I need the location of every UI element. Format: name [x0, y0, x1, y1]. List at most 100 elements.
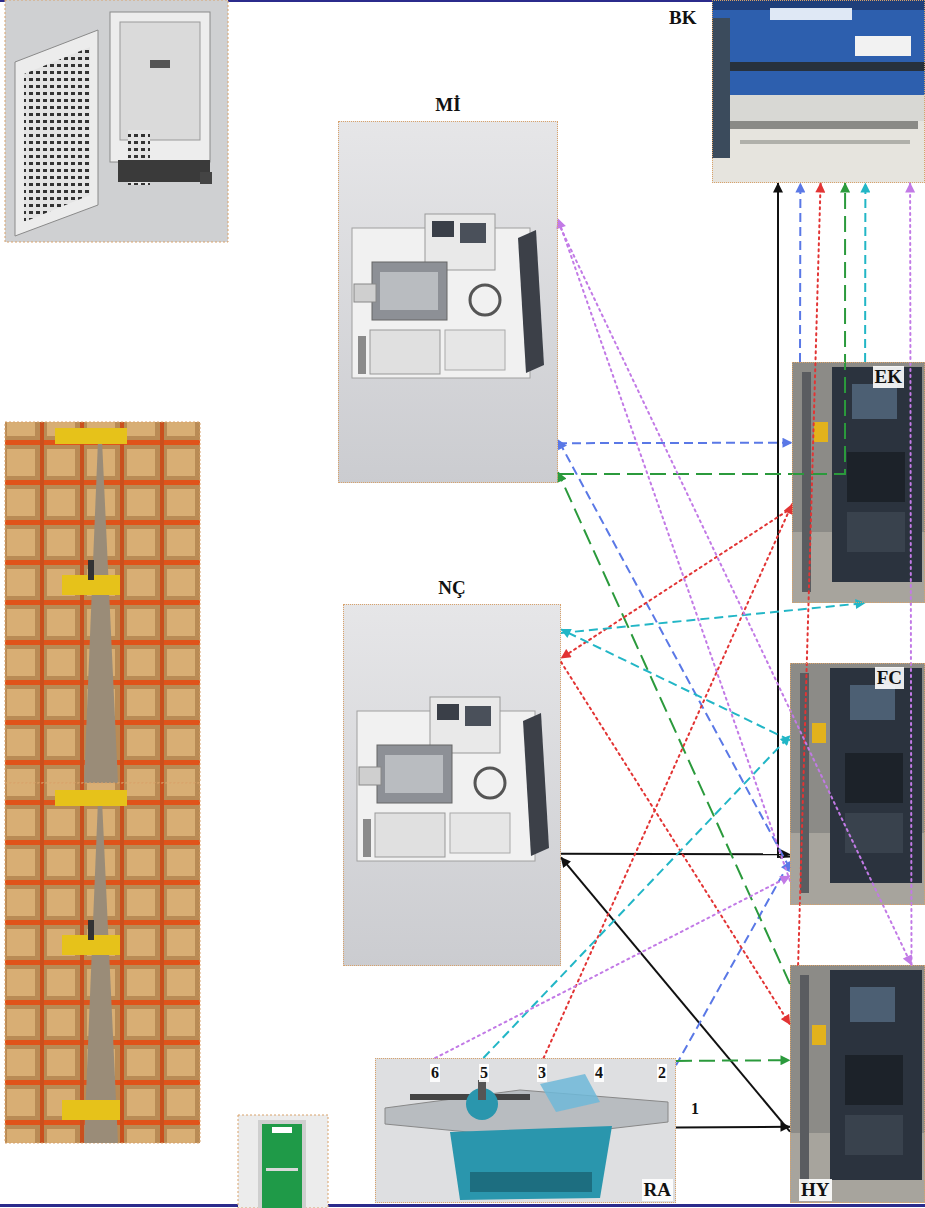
lathe-picture-part	[450, 813, 510, 853]
warehouse-racks-picture	[5, 422, 200, 1143]
callout-number: 2	[657, 1064, 667, 1082]
machining-centre-picture-part	[847, 512, 905, 552]
lathe-picture-part	[359, 767, 381, 785]
lathe-picture-part	[523, 713, 549, 856]
machining-centre-picture-part	[814, 422, 828, 442]
press-brake-picture	[712, 0, 925, 183]
flow-arrow	[558, 222, 912, 965]
lathe-picture-part	[363, 819, 371, 857]
flow-arrow	[435, 876, 790, 1058]
flow-arrow	[483, 736, 790, 1058]
machine-station: EK	[792, 362, 925, 603]
warehouse-racks-picture-part	[88, 560, 94, 580]
station-code: FC	[875, 667, 904, 689]
machining-centre-picture-part	[850, 987, 895, 1022]
station-code: EK	[873, 366, 904, 388]
lathe-picture	[343, 604, 561, 966]
machining-centre-picture-part	[790, 663, 925, 905]
flow-arrow	[676, 1126, 790, 1129]
callout-number: 3	[537, 1064, 547, 1082]
exit-door-picture	[238, 1115, 328, 1208]
control-cabinet-picture-part	[120, 22, 200, 140]
press-brake-picture-part	[770, 8, 852, 20]
press-brake-picture-part	[712, 62, 925, 71]
flow-arrow	[864, 183, 866, 362]
callout-number: 1	[690, 1100, 700, 1118]
press-brake-picture-part	[712, 0, 925, 183]
machining-centre-picture-part	[812, 1025, 826, 1045]
lathe-picture-part	[432, 221, 454, 237]
flow-arrow	[561, 629, 790, 740]
flow-arrow	[778, 183, 790, 857]
machining-centre-picture-part	[847, 452, 905, 502]
machine-station: BK	[712, 0, 925, 183]
control-cabinet-picture-part	[110, 12, 210, 162]
control-cabinet-picture-part	[150, 60, 170, 68]
warehouse-racks-picture-part	[5, 783, 200, 1143]
warehouse-racks-picture-part	[5, 422, 200, 783]
flow-arrow	[676, 861, 790, 1065]
lathe-picture-part	[377, 745, 452, 803]
flow-arrow	[561, 603, 865, 633]
table-saw-picture-part	[375, 1058, 676, 1203]
warehouse-racks-picture-part	[84, 800, 118, 1143]
press-brake-picture-part	[722, 121, 918, 129]
control-cabinet-picture	[5, 0, 228, 242]
warehouse-racks-picture-part	[88, 920, 94, 940]
table-saw-picture-part	[540, 1074, 600, 1112]
machining-centre-picture-part	[830, 970, 922, 1180]
flow-arrow	[558, 442, 792, 445]
lathe-picture-part	[354, 284, 376, 302]
exit-door-picture-part	[262, 1124, 302, 1208]
exit-door-picture-part	[266, 1168, 298, 1171]
machining-centre-picture-part	[845, 1115, 903, 1155]
flow-arrow	[910, 183, 911, 965]
machining-centre-picture-part	[830, 668, 922, 883]
callout-number: 4	[594, 1064, 604, 1082]
exit-door-picture-part	[238, 1115, 328, 1208]
flow-arrow	[798, 183, 821, 965]
control-cabinet-picture-part	[118, 160, 210, 182]
machining-centre-picture	[790, 663, 925, 905]
machining-centre-picture-part	[792, 362, 925, 603]
lathe-picture-part	[343, 604, 561, 966]
press-brake-picture-part	[740, 140, 910, 144]
control-cabinet-picture-part	[24, 47, 90, 222]
machining-centre-picture-part	[845, 1055, 903, 1105]
page-rule-part	[0, 1204, 925, 1207]
table-saw-picture-part	[478, 1080, 486, 1100]
warehouse-racks-picture-part	[55, 790, 127, 806]
machine-station: RA	[375, 1058, 676, 1203]
control-cabinet-picture-part	[15, 30, 98, 236]
flow-arrow	[558, 472, 790, 984]
lathe-picture-part	[375, 813, 445, 857]
press-brake-picture-part	[712, 95, 925, 121]
machining-centre-picture-part	[802, 372, 811, 592]
flow-arrow	[544, 504, 792, 1058]
lathe-picture	[338, 121, 558, 483]
exit-door-picture-part	[258, 1120, 306, 1208]
table-saw-picture-part	[450, 1126, 612, 1200]
lathe-picture-part	[358, 336, 366, 374]
machining-centre-picture	[790, 965, 925, 1203]
lathe-picture-part	[445, 330, 505, 370]
flow-arrow	[558, 219, 790, 881]
machining-centre-picture-part	[832, 367, 922, 582]
lathe-picture-part	[370, 330, 440, 374]
lathe-picture-part	[465, 706, 491, 726]
table-saw-picture-part	[470, 1172, 592, 1192]
lathe-picture-part	[470, 285, 500, 315]
callout-number: 6	[430, 1064, 440, 1082]
press-brake-picture-part	[712, 18, 730, 158]
lathe-picture-part	[437, 704, 459, 720]
machining-centre-picture-part	[800, 673, 809, 893]
press-brake-picture-part	[712, 0, 925, 95]
machine-station: FC	[790, 663, 925, 905]
station-code: NÇ	[436, 577, 467, 599]
machining-centre-picture-part	[800, 975, 809, 1190]
machining-centre-picture-part	[812, 723, 826, 743]
lathe-picture-part	[518, 230, 544, 373]
warehouse-racks-picture-part	[84, 440, 118, 783]
machine-station: NÇ	[343, 604, 561, 966]
